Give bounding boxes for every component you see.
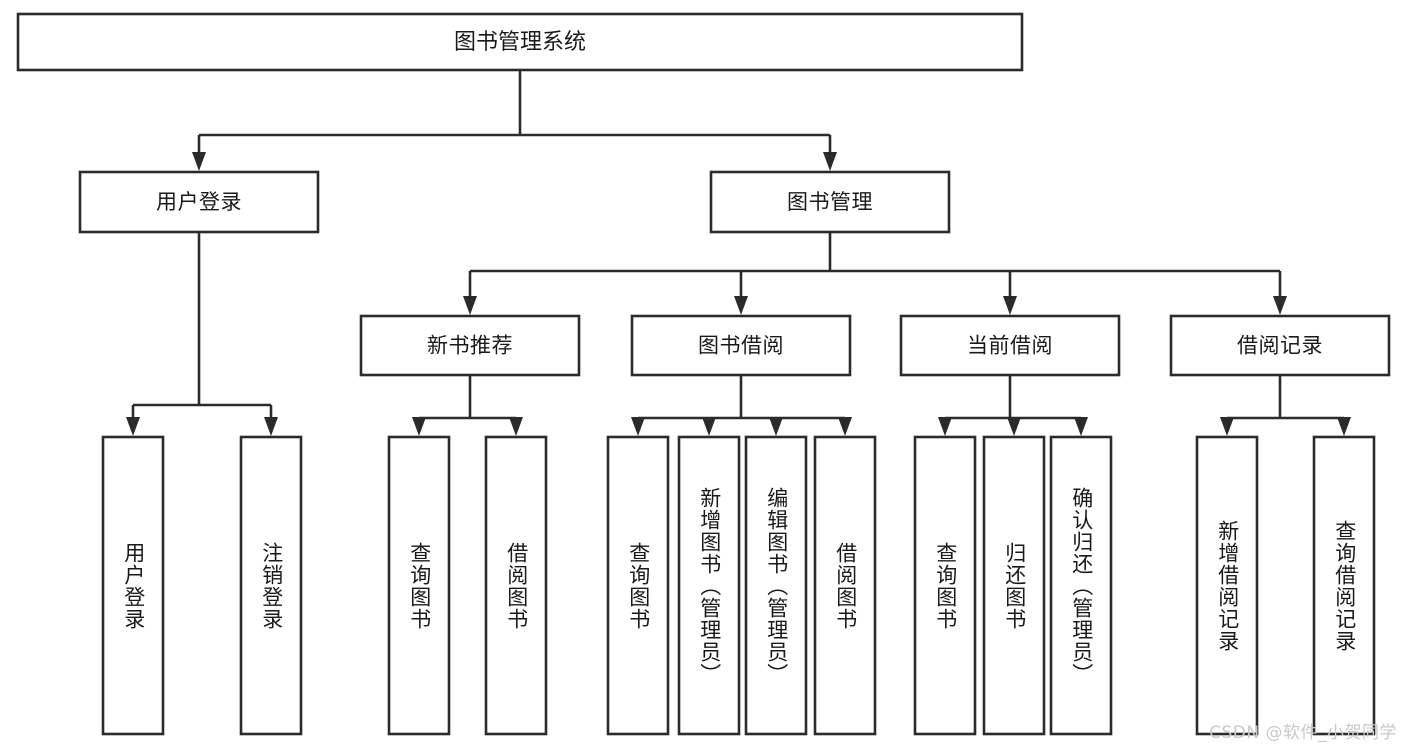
- leafbranch-new-book-recommend-arrow-icon-1: [509, 417, 523, 436]
- leafbranch-borrow-record-arrow-icon-0: [1220, 417, 1234, 436]
- leafbranch-current-borrow-arrow-icon-1: [1007, 417, 1021, 436]
- node-current-borrow[interactable]: [899, 314, 1121, 377]
- node-leaf-confirm-return[interactable]: [1049, 435, 1113, 736]
- node-leaf-query-book-2[interactable]: [606, 435, 670, 736]
- bookmanage-to-level3-arrow-icon-1: [734, 296, 748, 315]
- root-to-level2-arrow-icon-1: [823, 152, 837, 171]
- leafbranch-user-login-arrow-icon-1: [264, 417, 278, 436]
- node-leaf-query-book-1[interactable]: [387, 435, 451, 736]
- leafbranch-book-borrow-arrow-icon-2: [769, 417, 783, 436]
- node-leaf-add-book[interactable]: [677, 435, 741, 736]
- node-new-book-recommend-label: 新书推荐: [427, 334, 513, 358]
- node-current-borrow-label: 当前借阅: [967, 334, 1053, 358]
- leafbranch-current-borrow-arrow-icon-2: [1074, 417, 1088, 436]
- node-leaf-query-book-3[interactable]: [913, 435, 977, 736]
- leafbranch-new-book-recommend-arrow-icon-0: [412, 417, 426, 436]
- node-leaf-edit-book[interactable]: [744, 435, 808, 736]
- node-borrow-record[interactable]: [1169, 314, 1391, 377]
- node-leaf-borrow-book-1[interactable]: [484, 435, 548, 736]
- bookmanage-to-level3-arrow-icon-0: [463, 296, 477, 315]
- node-root-label: 图书管理系统: [454, 30, 586, 55]
- node-leaf-return-book[interactable]: [982, 435, 1046, 736]
- node-leaf-user-login[interactable]: [101, 435, 165, 736]
- node-new-book-recommend[interactable]: [359, 314, 581, 377]
- leafbranch-book-borrow-arrow-icon-0: [631, 417, 645, 436]
- node-user-login[interactable]: [78, 170, 320, 234]
- node-user-login-label: 用户登录: [156, 190, 242, 214]
- node-root[interactable]: [16, 12, 1024, 72]
- node-borrow-record-label: 借阅记录: [1237, 334, 1323, 358]
- root-to-level2-arrow-icon-0: [192, 152, 206, 171]
- node-leaf-user-logout[interactable]: [239, 435, 303, 736]
- leafbranch-borrow-record-arrow-icon-1: [1337, 417, 1351, 436]
- node-leaf-query-record[interactable]: [1312, 435, 1376, 736]
- connector-lines: [126, 70, 1351, 436]
- leafbranch-current-borrow-arrow-icon-0: [938, 417, 952, 436]
- node-leaf-borrow-book-2[interactable]: [813, 435, 877, 736]
- leafbranch-book-borrow-arrow-icon-3: [838, 417, 852, 436]
- watermark-text: CSDN @软件_小贺同学: [1209, 723, 1397, 743]
- node-book-manage[interactable]: [709, 170, 951, 234]
- node-leaf-add-record[interactable]: [1195, 435, 1259, 736]
- bookmanage-to-level3-arrow-icon-2: [1003, 296, 1017, 315]
- leafbranch-book-borrow-arrow-icon-1: [702, 417, 716, 436]
- node-book-borrow[interactable]: [630, 314, 852, 377]
- node-book-manage-label: 图书管理: [787, 190, 873, 214]
- leafbranch-user-login-arrow-icon-0: [126, 417, 140, 436]
- bookmanage-to-level3-arrow-icon-3: [1273, 296, 1287, 315]
- node-book-borrow-label: 图书借阅: [698, 334, 784, 358]
